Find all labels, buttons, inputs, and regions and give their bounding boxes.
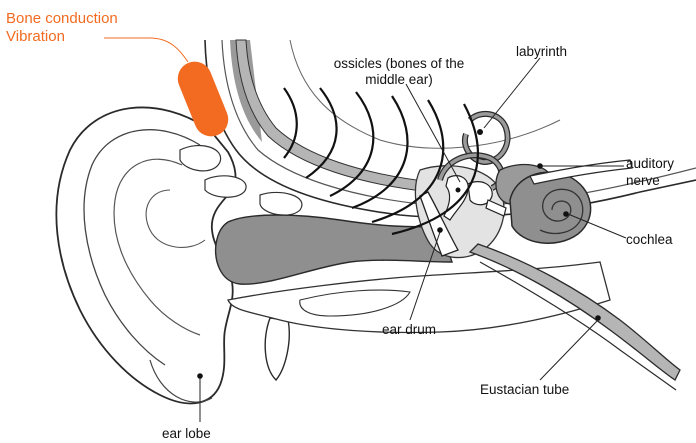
ear-lobe-dot xyxy=(197,373,203,379)
label-labyrinth: labyrinth xyxy=(516,44,567,60)
tragus xyxy=(265,318,289,380)
ear-canal xyxy=(216,215,452,284)
label-auditory-line1: auditory xyxy=(626,156,674,172)
mastoid-shape-2 xyxy=(205,176,246,197)
label-eustachian-tube: Eustacian tube xyxy=(480,382,569,398)
label-bone-conduction-line2: Vibration xyxy=(6,28,65,46)
cochlea-body xyxy=(510,172,591,243)
labyrinth-dot xyxy=(477,129,483,135)
label-bone-conduction-line1: Bone conduction xyxy=(6,10,118,28)
wave-4 xyxy=(352,96,407,208)
eustachian-dot xyxy=(595,315,601,321)
cochlea-dot xyxy=(563,211,569,217)
leader-bone-conduction xyxy=(104,38,188,62)
label-ear-drum: ear drum xyxy=(382,322,436,338)
label-cochlea: cochlea xyxy=(626,232,673,248)
leader-eustachian xyxy=(540,320,598,380)
leader-labyrinth xyxy=(484,58,540,128)
label-ossicles-line1: ossicles (bones of the xyxy=(306,56,492,72)
label-ossicles-line2: middle ear) xyxy=(306,72,492,88)
ossicle-dot xyxy=(456,188,461,193)
label-ear-lobe: ear lobe xyxy=(162,426,211,442)
label-auditory-line2: nerve xyxy=(626,173,660,189)
auditory-nerve-dot xyxy=(537,163,543,169)
ear-drum-dot xyxy=(437,227,443,233)
mastoid-shape-3 xyxy=(260,192,302,215)
